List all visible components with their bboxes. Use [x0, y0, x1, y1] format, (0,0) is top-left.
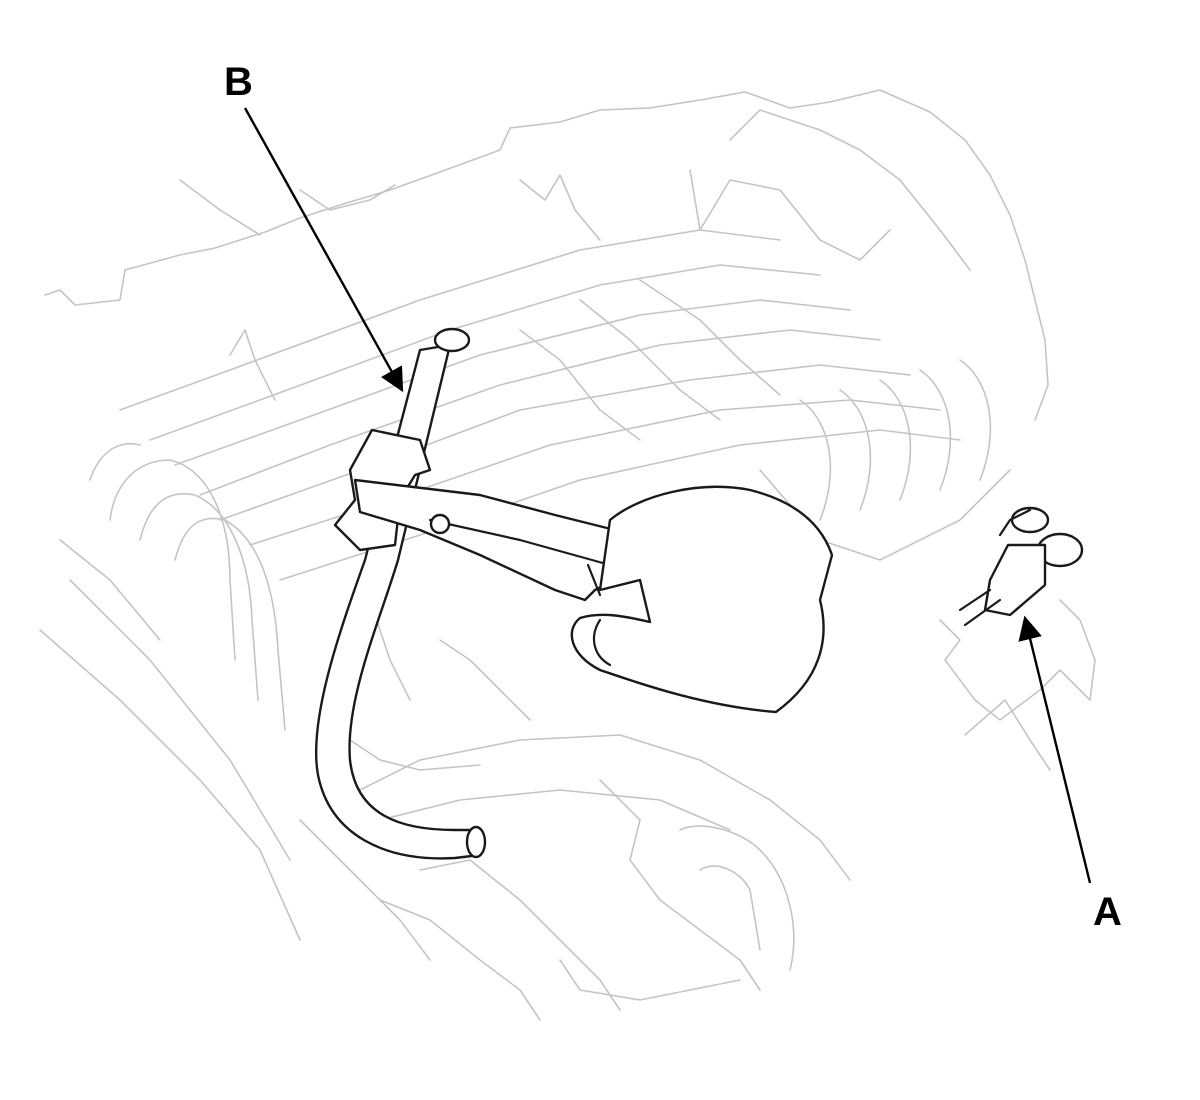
callout-b-arrow	[243, 107, 404, 393]
part-a-connector	[958, 506, 1084, 627]
fuel-hose	[314, 327, 487, 860]
hand	[570, 485, 834, 714]
callout-label-b: B	[224, 60, 253, 104]
hose-clamp-pliers	[333, 428, 662, 602]
callout-label-a: A	[1093, 890, 1122, 934]
callout-a-arrow	[1018, 615, 1092, 884]
